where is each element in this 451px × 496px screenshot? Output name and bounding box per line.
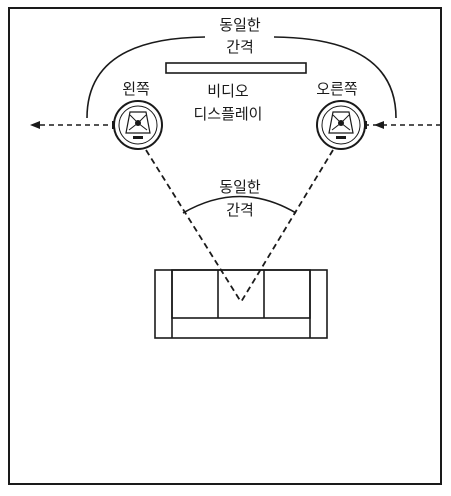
left-side-dashed-line [30, 121, 110, 129]
right-listening-line [240, 149, 334, 303]
right-speaker-label: 오른쪽 [316, 80, 358, 98]
video-display [165, 62, 307, 74]
left-speaker-label: 왼쪽 [122, 80, 150, 98]
angle-spacing-label-line1: 동일한 [219, 178, 261, 196]
top-spacing-label-line1: 동일한 [219, 16, 261, 34]
left-listening-line [145, 149, 242, 303]
right-side-dashed-line [364, 121, 441, 129]
video-display-label-line1: 비디오 [207, 82, 249, 100]
angle-spacing-arc [182, 195, 297, 214]
top-spacing-arc [86, 36, 397, 119]
room-outline [8, 7, 442, 485]
angle-spacing-label-line2: 간격 [226, 201, 254, 219]
top-spacing-label-line2: 간격 [226, 38, 254, 56]
video-display-label-line2: 디스플레이 [193, 105, 262, 123]
right-speaker-icon [316, 100, 367, 150]
left-speaker-icon [112, 100, 163, 150]
couch-icon [154, 269, 328, 339]
